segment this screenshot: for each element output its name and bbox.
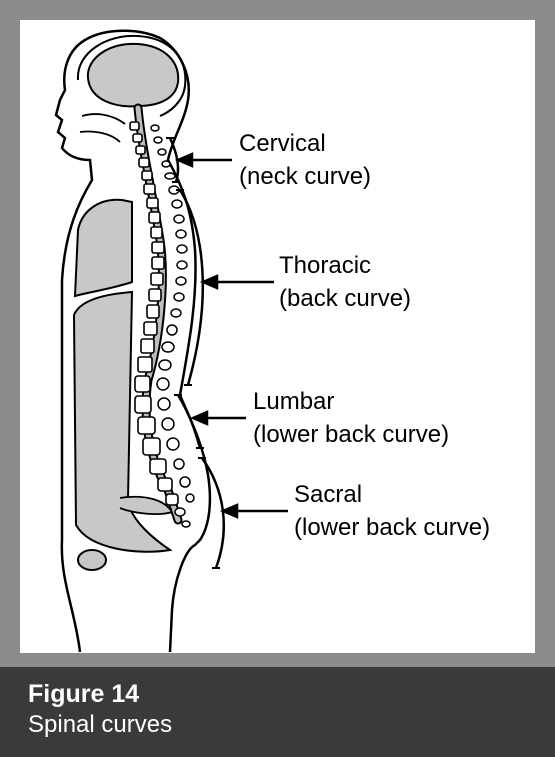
thoracic-desc: (back curve): [279, 285, 411, 312]
sacral-label: Sacral: [294, 481, 362, 508]
sacral-desc: (lower back curve): [294, 514, 490, 541]
lumbar-label: Lumbar: [253, 388, 334, 415]
pubic-bone: [78, 550, 106, 570]
figure-caption: Figure 14 Spinal curves: [0, 667, 555, 757]
thoracic-label: Thoracic: [279, 252, 371, 279]
figure-number: Figure 14: [28, 679, 139, 709]
diagram-panel: Cervical (neck curve) Thoracic (back cur…: [20, 20, 535, 653]
figure-title: Spinal curves: [28, 710, 172, 740]
spinal-curves-diagram: Cervical (neck curve) Thoracic (back cur…: [20, 20, 535, 653]
cervical-label: Cervical: [239, 130, 326, 157]
brain: [88, 44, 178, 106]
cervical-desc: (neck curve): [239, 163, 371, 190]
lumbar-desc: (lower back curve): [253, 421, 449, 448]
